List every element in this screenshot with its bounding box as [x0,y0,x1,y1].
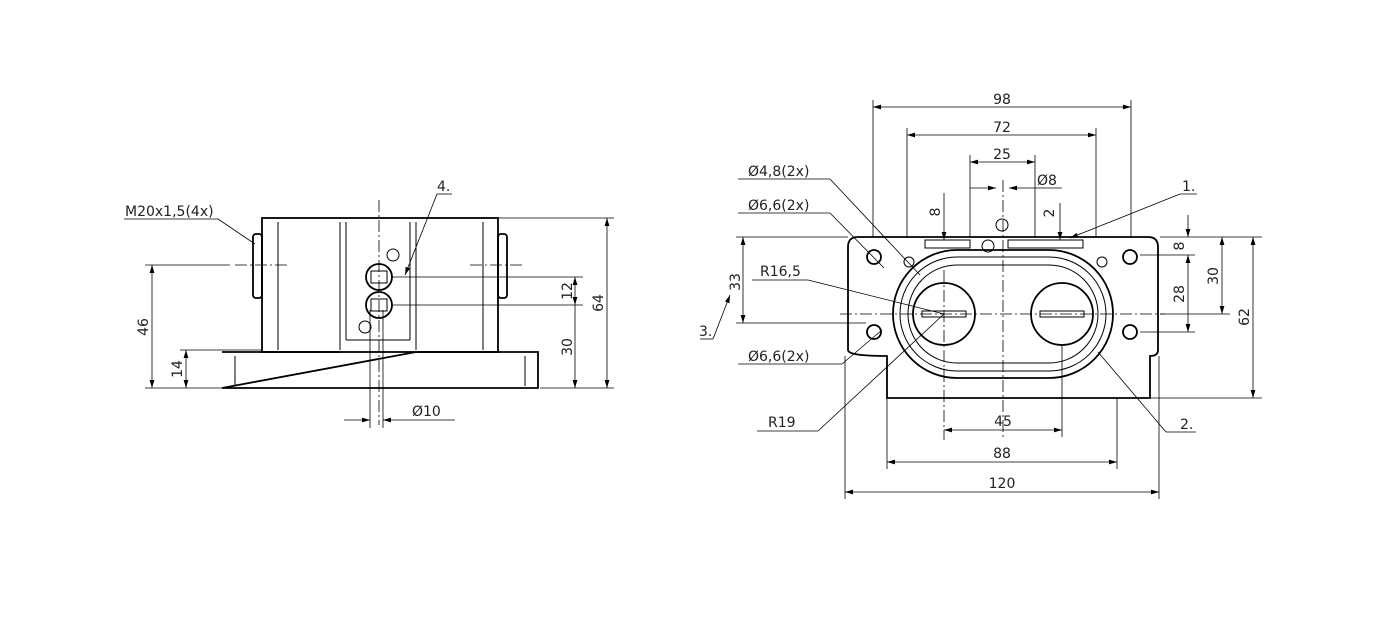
radius-19-label: R19 [768,415,796,431]
gland-right [497,233,508,299]
housing-body [261,217,499,353]
dim-8-top: 8 [928,208,944,217]
hole-6-6-bottom-label: Ø6,6(2x) [748,349,809,365]
dim-diameter-10: Ø10 [412,404,441,420]
dim-25: 25 [993,147,1011,163]
base-plate [221,351,539,389]
radius-16-5-label: R16,5 [760,264,801,280]
gland-left [252,233,263,299]
dim-46: 46 [136,318,152,336]
dim-14: 14 [170,360,186,378]
hole-6-6-top-label: Ø6,6(2x) [748,198,809,214]
dim-30-right: 30 [1206,267,1222,285]
dim-62: 62 [1237,308,1253,326]
dim-8-right: 8 [1172,242,1188,251]
dim-33: 33 [728,273,744,291]
dim-12: 12 [560,282,576,300]
side-view: 46 14 12 30 64 Ø10 M20x1,5(4x) 4. [124,179,614,428]
dim-2: 2 [1042,209,1058,218]
dim-88: 88 [993,446,1011,462]
dim-diameter-8: Ø8 [1037,173,1057,189]
item-3-label: 3. [699,324,712,340]
dim-120: 120 [989,476,1016,492]
item-2-label: 2. [1180,417,1193,433]
dim-28: 28 [1172,285,1188,303]
thread-label: M20x1,5(4x) [125,204,214,220]
item-1-label: 1. [1182,179,1195,195]
item-4-label: 4. [437,179,450,195]
hole-4-8-label: Ø4,8(2x) [748,164,809,180]
dim-98: 98 [993,92,1011,108]
dim-45: 45 [994,414,1012,430]
dim-30: 30 [560,338,576,356]
front-view: 98 72 25 Ø8 8 2 1. Ø4,8(2x) Ø6,6(2x) R16… [699,92,1262,499]
dim-64: 64 [591,294,607,312]
dim-72: 72 [993,120,1011,136]
